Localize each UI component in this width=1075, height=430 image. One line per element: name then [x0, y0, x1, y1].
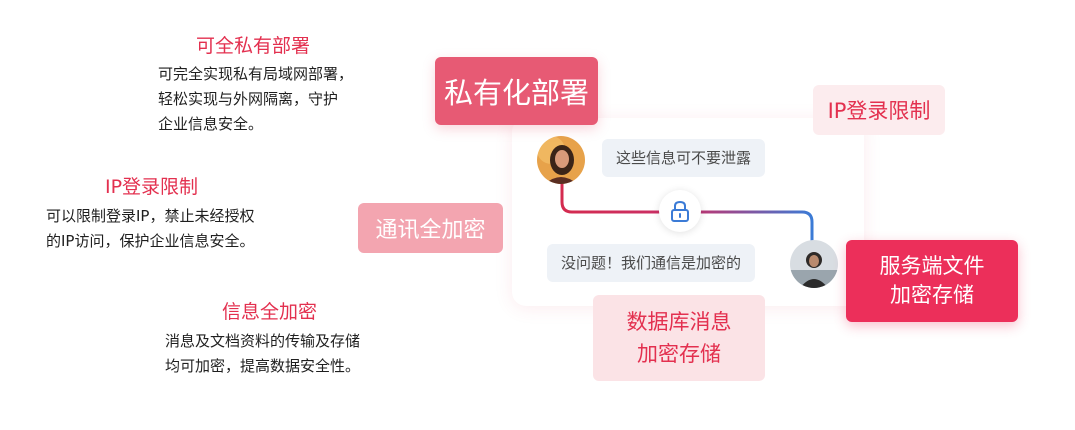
chat-bubble-message-1: 这些信息可不要泄露: [602, 139, 766, 177]
feature-desc-encryption: 消息及文档资料的传输及存储 均可加密，提高数据安全性。: [165, 332, 361, 375]
avatar-woman: [537, 136, 585, 184]
avatar-man: [790, 240, 838, 288]
feature-desc-private-deploy: 可完全实现私有局域网部署， 轻松实现与外网隔离，守护 企业信息安全。: [158, 65, 354, 133]
chat-bubble-message-2: 没问题！我们通信是加密的: [547, 244, 756, 282]
tag-private-deploy: 私有化部署: [435, 57, 598, 125]
tag-server-file-encryption: 服务端文件 加密存储: [846, 240, 1018, 322]
feature-title-ip-limit: IP登录限制: [105, 176, 199, 198]
feature-title-private-deploy: 可全私有部署: [196, 35, 311, 57]
tag-database-message-encryption: 数据库消息 加密存储: [593, 295, 765, 381]
lock-icon: [659, 190, 701, 232]
tag-ip-limit: IP登录限制: [813, 85, 945, 135]
tag-communication-encryption: 通讯全加密: [358, 203, 503, 253]
feature-desc-ip-limit: 可以限制登录IP，禁止未经授权 的IP访问，保护企业信息安全。: [46, 207, 255, 250]
feature-title-encryption: 信息全加密: [222, 301, 318, 323]
